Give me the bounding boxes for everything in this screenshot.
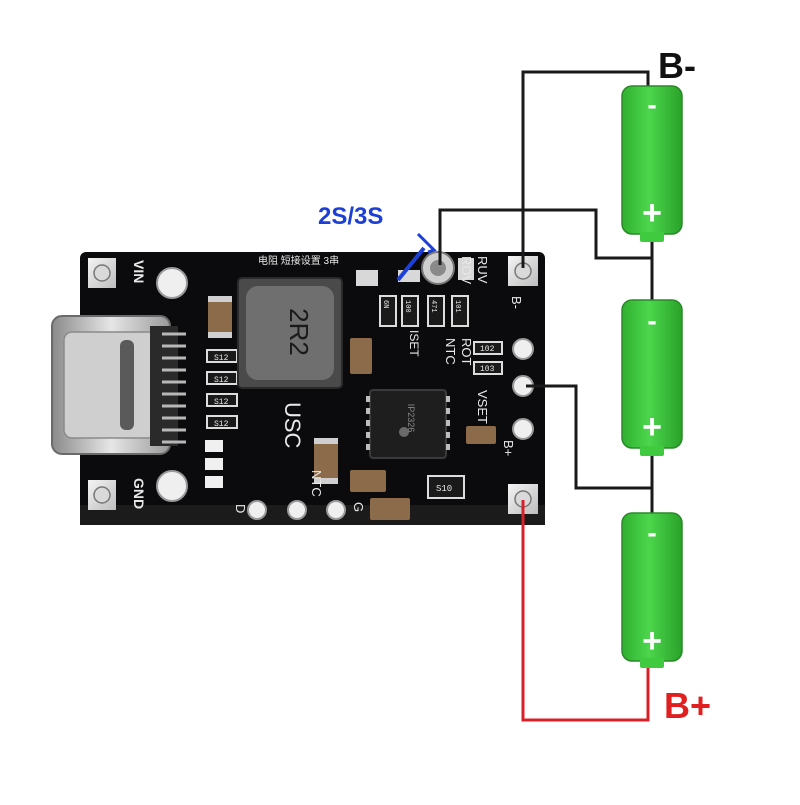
label-2s3s-tick	[416, 232, 437, 254]
silk-s12-d: S12	[214, 420, 229, 429]
silk-pad-b-minus: B-	[509, 296, 524, 309]
cell1-minus: -	[647, 89, 656, 120]
mount-hole-bottom	[156, 470, 188, 502]
inductor-2r2: 2R2	[237, 277, 343, 389]
mount-hole-top	[156, 267, 188, 299]
resistor-102	[473, 341, 503, 355]
black-wires	[438, 70, 654, 515]
silk-s12-b: S12	[214, 376, 229, 385]
diode-s10	[427, 475, 465, 499]
capacitor-lower	[350, 470, 386, 492]
cell2-plus: +	[642, 408, 662, 446]
pad-ntc	[287, 500, 307, 520]
cell3-minus: -	[647, 517, 656, 548]
wire-2s3s-jumper	[438, 208, 652, 265]
pad-mid-3	[512, 418, 534, 440]
battery-cell-1: - +	[621, 85, 683, 242]
silk-r-6n: 6N	[381, 300, 389, 308]
silk-s10: S10	[436, 484, 452, 494]
capacitor-right	[466, 426, 496, 444]
cell2-minus: -	[647, 305, 656, 336]
label-b-plus: B+	[664, 685, 711, 726]
silk-cn-text: 电阻 短接设置 3串	[258, 254, 339, 267]
wire-b-minus	[521, 70, 650, 268]
pcb-board: VIN GND S12 S12 S12 S12 2R2 电阻 短接设置 3串	[51, 251, 545, 525]
label-2s3s-arrow	[396, 246, 426, 282]
label-2s3s: 2S/3S	[318, 203, 383, 230]
pad-d	[247, 500, 267, 520]
silk-r-471: 471	[429, 300, 437, 313]
inductor-label: 2R2	[284, 308, 314, 356]
silk-r-101: 101	[453, 300, 461, 313]
cell3-plus: +	[642, 622, 662, 660]
label-b-minus: B-	[658, 45, 696, 86]
battery-cell-2: - +	[621, 299, 683, 456]
silk-d: D	[233, 504, 248, 513]
silk-iset: ISET	[407, 330, 421, 357]
silk-g: G	[351, 502, 366, 512]
resistor-103	[473, 361, 503, 375]
silk-vset: VSET	[475, 390, 490, 424]
silk-r-102: 102	[480, 345, 495, 354]
pad-gnd-hole	[93, 486, 111, 504]
wire-mid-tap	[526, 384, 652, 490]
battery-cell-3: - +	[621, 512, 683, 668]
silk-s12-a: S12	[214, 354, 229, 363]
pcb-edge	[80, 505, 545, 525]
charger-ic: IP2326	[366, 389, 450, 459]
chip-logo: IP2326	[406, 404, 416, 433]
pad-g	[326, 500, 346, 520]
pad-vin-hole	[93, 264, 111, 282]
silk-rot: ROT	[459, 338, 474, 366]
cell1-plus: +	[642, 194, 662, 232]
usb-c-connector	[51, 315, 186, 455]
silk-vin: VIN	[131, 260, 147, 283]
capacitor-upper	[350, 338, 372, 374]
pad-mid-1	[512, 338, 534, 360]
wire-b-plus	[521, 500, 650, 722]
silk-r-100: 100	[403, 300, 411, 313]
silk-ruv: RUV	[475, 256, 490, 284]
silk-gnd: GND	[131, 478, 147, 509]
silk-r-103: 103	[480, 365, 495, 374]
capacitor-mid	[314, 440, 338, 482]
capacitor-bottom	[370, 498, 410, 520]
silk-ntc-left: NTC	[309, 470, 324, 497]
silk-ntc-right: NTC	[443, 338, 458, 365]
silk-usc: USC	[280, 402, 305, 449]
silk-rov: ROV	[459, 256, 474, 285]
silk-s12-c: S12	[214, 398, 229, 407]
passive-column-left: S12 S12 S12 S12	[205, 296, 238, 488]
silk-pad-b-plus: B+	[501, 440, 516, 456]
